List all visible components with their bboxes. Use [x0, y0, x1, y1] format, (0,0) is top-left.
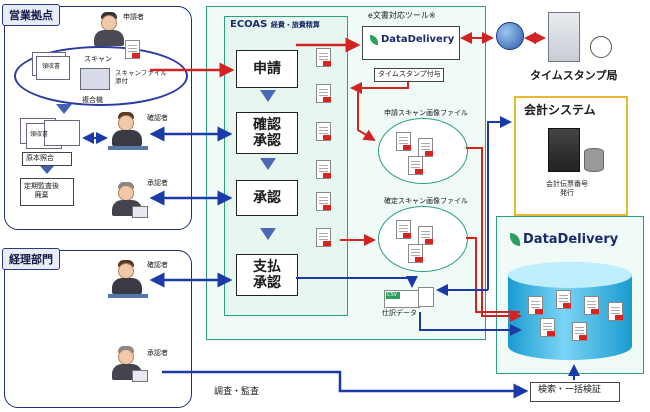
- clock-icon: [590, 36, 612, 58]
- confirmed-scan-label: 確定スキャン画像ファイル: [384, 197, 468, 205]
- receipt-stack-icon: 領収書: [32, 52, 72, 82]
- scan-oval: [14, 46, 188, 106]
- step-approve: 承認: [236, 180, 298, 216]
- accounting-confirmer-label: 確認者: [147, 261, 168, 269]
- search-verify-box: [530, 382, 620, 402]
- timestamp-authority-label: タイムスタンプ局: [530, 69, 618, 82]
- disposal-label: 定期監査後 廃棄: [24, 182, 59, 200]
- receipt-papers-icon: 領収書: [20, 118, 80, 152]
- mfp-label: 複合機: [82, 96, 103, 104]
- audit-label: 調査・監査: [214, 387, 260, 397]
- down-arrow-icon: [56, 104, 72, 114]
- timestamp-tag: [374, 68, 444, 82]
- accounting-approver-icon: [108, 344, 148, 388]
- down-arrow-icon: [260, 158, 276, 170]
- confirmer-person-icon: [108, 110, 148, 154]
- timestamp-tag-label: タイムスタンプ付与: [378, 70, 441, 78]
- globe-icon: [496, 22, 524, 50]
- journal-label: 仕訳データ: [382, 309, 417, 317]
- accounting-confirmer-icon: [108, 258, 148, 302]
- disposal-box: [20, 178, 74, 206]
- search-verify-label: 検索・一括検証: [538, 385, 602, 395]
- ecoas-title: ECOAS 経費・旅費精算: [230, 19, 320, 30]
- edoc-tool-box: [362, 26, 460, 60]
- sales-office-frame: [4, 6, 192, 230]
- step-apply: 申請: [236, 50, 298, 88]
- archive-datadelivery-logo: DataDelivery: [510, 232, 618, 247]
- original-check-box: [22, 152, 72, 166]
- database-icon: [584, 148, 604, 172]
- datadelivery-logo: DataDelivery: [370, 34, 454, 45]
- accounting-approver-label: 承認者: [147, 349, 168, 357]
- applicant-person-icon: [92, 12, 126, 48]
- approver-person-icon: [108, 180, 148, 224]
- csv-label: CSV: [387, 292, 398, 298]
- timestamp-server-icon: [548, 12, 580, 62]
- accounting-dept-label: 経理部門: [2, 248, 60, 270]
- down-arrow-icon: [260, 90, 276, 102]
- original-check-label: 原本照合: [26, 154, 54, 162]
- step-payment-approve: 支払 承認: [236, 254, 298, 296]
- mfp-icon: [80, 68, 110, 90]
- applicant-label: 申請者: [123, 13, 144, 21]
- scan-label: スキャン: [84, 55, 112, 63]
- accounting-system-title: 会計システム: [524, 103, 596, 117]
- accounting-system-caption: 会計伝票番号 発行: [546, 180, 588, 198]
- confirmer-label: 確認者: [147, 114, 168, 122]
- step-confirm-approve: 確認 承認: [236, 112, 298, 154]
- approver-label: 承認者: [147, 179, 168, 187]
- accounting-dept-frame: [4, 250, 192, 408]
- edoc-tool-label: e文書対応ツール※: [368, 11, 436, 20]
- scan-attach-label: スキャンファイル 添付: [115, 69, 167, 85]
- application-scan-label: 申請スキャン画像ファイル: [384, 109, 468, 117]
- server-rack-icon: [548, 128, 580, 172]
- sales-office-label: 営業拠点: [2, 4, 60, 26]
- down-arrow-icon: [260, 228, 276, 240]
